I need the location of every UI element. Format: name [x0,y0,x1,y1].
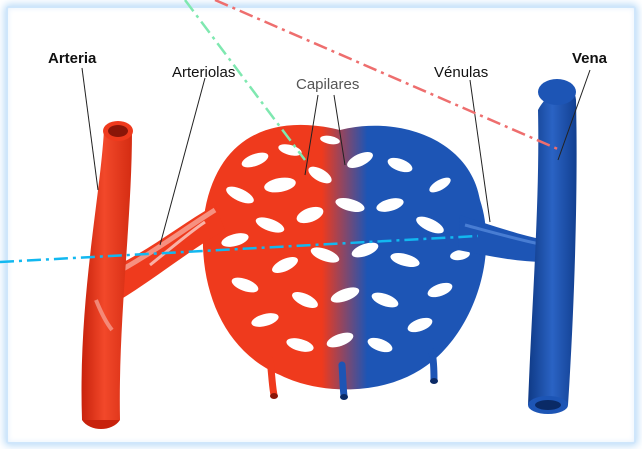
capillary-bed [203,125,486,400]
label-capilares: Capilares [296,76,359,93]
label-arteria: Arteria [48,50,96,67]
label-venulas: Vénulas [434,64,488,81]
label-vena: Vena [572,50,607,67]
label-arteriolas: Arteriolas [172,64,235,81]
